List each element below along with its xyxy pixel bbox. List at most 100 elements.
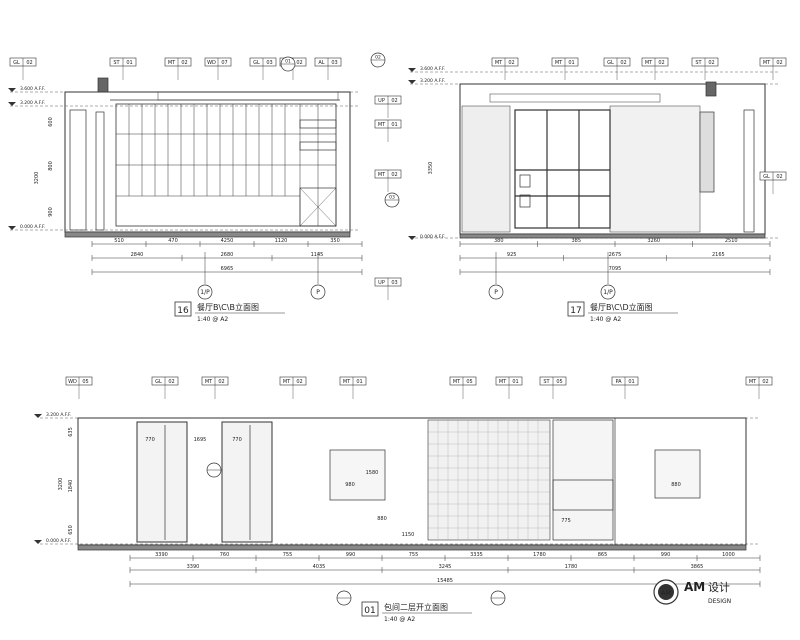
dims-16-total-value: 6965 xyxy=(221,266,234,272)
dims-01-row1-value: 1780 xyxy=(533,552,546,558)
dims-01-row1-value: 990 xyxy=(661,552,671,558)
tag-17-4-num: 02 xyxy=(708,60,714,66)
vdim-01-1: 1840 xyxy=(68,480,74,493)
tag-16-6-code: AL xyxy=(318,60,324,66)
level-17-b-marker xyxy=(408,80,416,84)
vdim-17-0: 3350 xyxy=(428,162,434,175)
tag-16-9-code: MT xyxy=(378,172,386,178)
tag-17-2-num: 02 xyxy=(620,60,626,66)
logo-am: AM xyxy=(684,580,705,594)
tag-16-5-num: 02 xyxy=(296,60,302,66)
elevation-01 xyxy=(40,417,760,551)
tag-01-7-code: ST xyxy=(543,379,550,385)
grid-16-0-circle xyxy=(197,284,213,300)
tag-16-6-num: 03 xyxy=(331,60,337,66)
dims-17-row1-value: 380 xyxy=(494,238,504,244)
level-17-c: 0.000 A.F.F. xyxy=(420,234,445,240)
vdim-16-3: 900 xyxy=(48,207,54,217)
grid-17-0-circle xyxy=(488,284,504,300)
tag-01-1-code: GL xyxy=(155,379,162,385)
inner-dim-01-3: 980 xyxy=(345,482,355,488)
tag-01-3-num: 02 xyxy=(296,379,302,385)
vdim-16-1: 600 xyxy=(48,117,54,127)
dims-01-row1-value: 755 xyxy=(409,552,419,558)
inner-dim-01-8: 880 xyxy=(671,482,681,488)
vdim-01-0: 3200 xyxy=(58,478,64,491)
inner-dim-01-0: 770 xyxy=(145,437,155,443)
drawing-16-num-box xyxy=(174,301,192,317)
drawing-16-title: 餐厅B\C\B立面图 xyxy=(197,302,259,312)
tag-01-6-num: 01 xyxy=(512,379,518,385)
tag-16-8-num: 01 xyxy=(391,122,397,128)
vdim-01-3: 650 xyxy=(68,525,74,535)
logo-mark: AM xyxy=(661,589,671,597)
dims-17-row2-value: 925 xyxy=(507,252,517,258)
dims-01-row1-value: 990 xyxy=(346,552,356,558)
level-01-a: 3.200 A.F.F. xyxy=(46,412,71,418)
inner-dim-01-6: 775 xyxy=(561,518,571,524)
level-16-c: 0.000 A.F.F. xyxy=(20,224,45,230)
dims-01-row1-value: 1000 xyxy=(722,552,735,558)
section-16-0: 01 xyxy=(285,59,291,65)
tag-17-1-code: MT xyxy=(555,60,563,66)
tag-16-3-code: WD xyxy=(207,60,216,66)
tag-01-9-num: 02 xyxy=(762,379,768,385)
dims-16-row2-value: 2680 xyxy=(221,252,234,258)
dims-17-row2-value: 2165 xyxy=(712,252,725,258)
grid-16-1: P xyxy=(316,289,320,296)
inner-dim-01-7: 1150 xyxy=(402,532,415,538)
logo-core xyxy=(658,584,674,600)
inner-dim-01-2: 770 xyxy=(232,437,242,443)
tag-16-1-num: 01 xyxy=(126,60,132,66)
inner-dim-01-5: 880 xyxy=(377,516,387,522)
tag-16-10-code: UP xyxy=(378,280,385,286)
tag-01-2-code: MT xyxy=(205,379,213,385)
dims-16-row1-value: 510 xyxy=(114,238,124,244)
drawing-17-number: 17 xyxy=(570,306,581,316)
dims-16-row1-value: 4250 xyxy=(221,238,234,244)
tag-01-0-code: WD xyxy=(68,379,77,385)
tag-01-4-num: 01 xyxy=(356,379,362,385)
tag-17-0-code: MT xyxy=(495,60,503,66)
level-16-b-marker xyxy=(8,102,16,106)
logo-name: 设计 xyxy=(708,581,730,594)
vdim-01-2: 635 xyxy=(68,427,74,437)
tag-17-5-num: 02 xyxy=(776,174,782,180)
tag-01-5-code: MT xyxy=(453,379,461,385)
tag-16-4-code: GL xyxy=(253,60,260,66)
tag-16-10-num: 03 xyxy=(391,280,397,286)
logo-sub: DESIGN xyxy=(708,598,731,605)
tag-17-0-num: 02 xyxy=(508,60,514,66)
tag-01-9-code: MT xyxy=(749,379,757,385)
dims-16-row2-value: 2840 xyxy=(131,252,144,258)
tag-16-3-num: 07 xyxy=(221,60,227,66)
drawing-17-scale: 1:40 @ A2 xyxy=(590,316,621,323)
dims-17-row1-value: 2510 xyxy=(725,238,738,244)
tag-01-0-num: 05 xyxy=(82,379,88,385)
grid-17-1-circle xyxy=(600,284,616,300)
dims-01-row2-value: 1780 xyxy=(565,564,578,570)
grid-16-1-circle xyxy=(310,284,326,300)
level-01-a-marker xyxy=(34,414,42,418)
tag-16-4-num: 03 xyxy=(266,60,272,66)
tag-16-2-num: 02 xyxy=(181,60,187,66)
drawing-16-scale: 1:40 @ A2 xyxy=(197,316,228,323)
level-17-c-marker xyxy=(408,236,416,240)
drawing-17-num-box xyxy=(567,301,585,317)
tag-17-3-code: MT xyxy=(645,60,653,66)
tag-01-4-code: MT xyxy=(343,379,351,385)
level-16-a: 3.600 A.F.F. xyxy=(20,86,45,92)
tag-16-7-num: 02 xyxy=(391,98,397,104)
tag-01-1-num: 02 xyxy=(168,379,174,385)
tag-17-6-code: MT xyxy=(763,60,771,66)
tag-01-5-num: 05 xyxy=(466,379,472,385)
level-17-a: 3.600 A.F.F. xyxy=(420,66,445,72)
dims-01-row2-value: 3245 xyxy=(439,564,452,570)
tag-16-8-code: MT xyxy=(378,122,386,128)
tag-16-9-num: 02 xyxy=(391,172,397,178)
dims-01-row2-value: 4035 xyxy=(313,564,326,570)
level-17-a-marker xyxy=(408,68,416,72)
dims-16-row2-value: 1145 xyxy=(311,252,324,258)
tag-16-7-code: UP xyxy=(378,98,385,104)
